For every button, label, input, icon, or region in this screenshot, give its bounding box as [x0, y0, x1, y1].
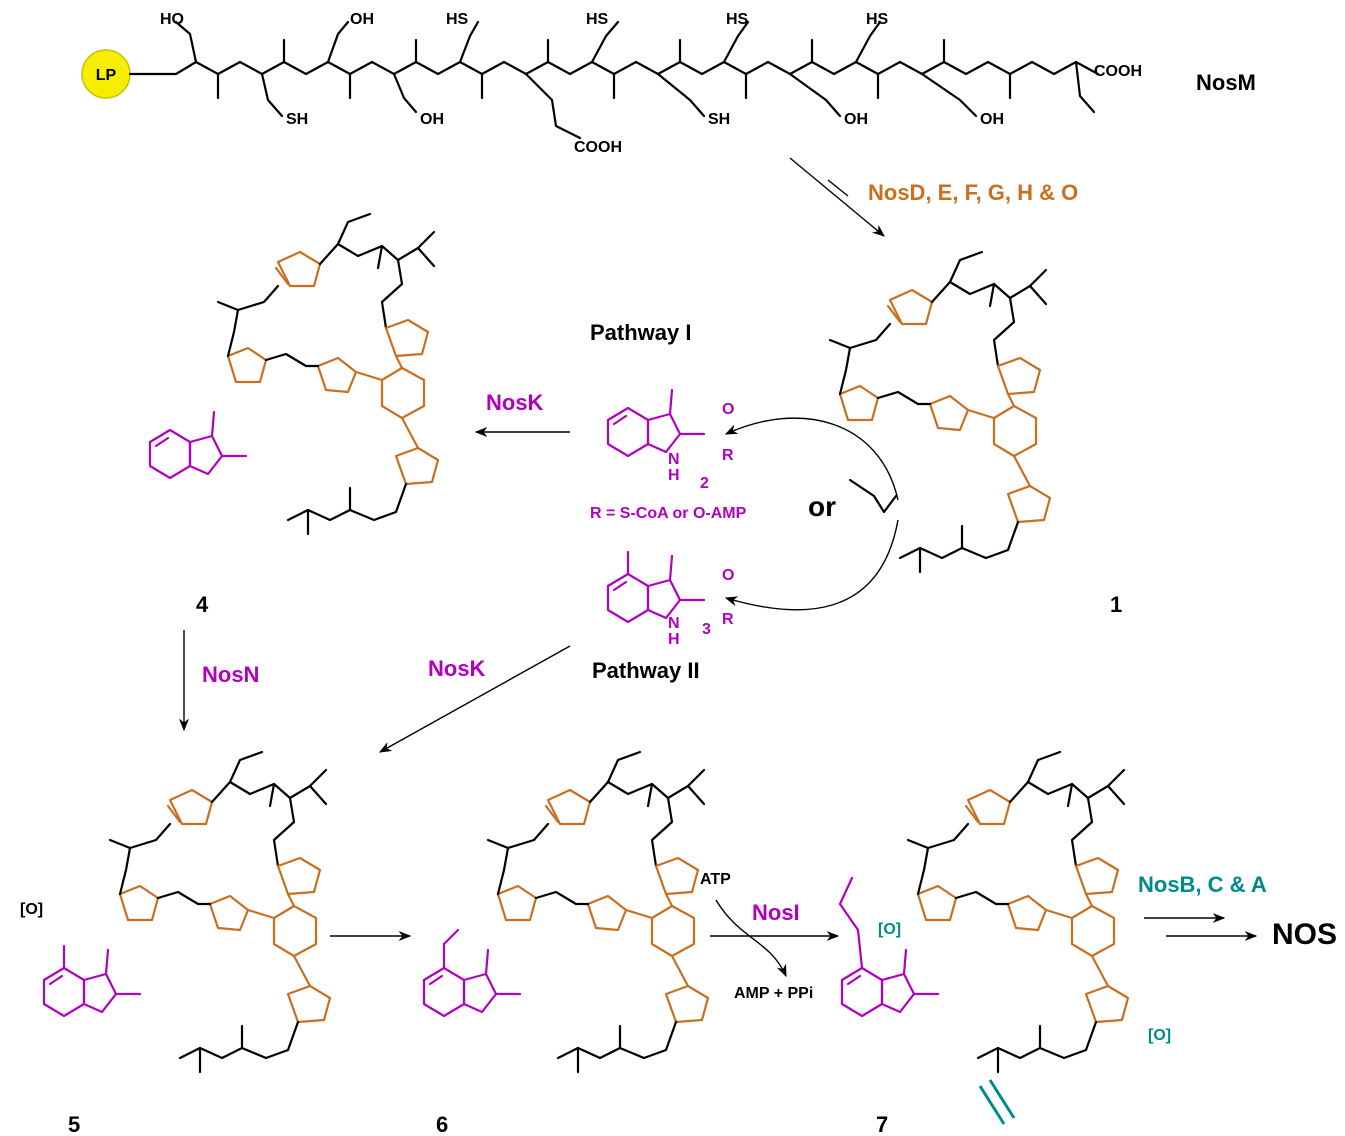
- nosm-ho: HO: [160, 11, 184, 28]
- enzyme-nosk-bottom: NosK: [428, 656, 486, 681]
- substrate-2-number: 2: [700, 475, 709, 492]
- compound-4: [216, 212, 440, 536]
- nosm-sh-1: SH: [286, 111, 308, 128]
- reagent-amp-ppi: AMP + PPi: [734, 985, 813, 1002]
- curved-arrow-to-2: [724, 417, 899, 501]
- compound-7: [906, 750, 1130, 1074]
- substrate-r-definition: R = S-CoA or O-AMP: [590, 505, 747, 522]
- substrate-3-r: R: [722, 611, 734, 628]
- nosm-oh-4: OH: [980, 111, 1004, 128]
- enzyme-nosk-top: NosK: [486, 390, 544, 415]
- enzyme-final: NosB, C & A: [1138, 872, 1267, 897]
- compound-4-label: 4: [196, 592, 209, 617]
- curved-arrow-atp: [715, 899, 787, 978]
- compound-1-label: 1: [1110, 592, 1122, 617]
- enzyme-nosn: NosN: [202, 662, 259, 687]
- substrate-3-h: H: [668, 631, 680, 648]
- enzyme-nosi: NosI: [752, 900, 800, 925]
- nosm-oh-1: OH: [350, 11, 374, 28]
- nosm-oh-2: OH: [420, 111, 444, 128]
- nosm-precursor: LP NosM HO OH HS HS HS HS COOH SH OH COO…: [81, 11, 1256, 156]
- compound-7-indole: [840, 948, 940, 1018]
- compound-7-ox-1: [O]: [878, 921, 901, 938]
- lp-label: LP: [96, 67, 117, 84]
- compound-7-ox-2: [O]: [1148, 1027, 1171, 1044]
- arrow-nosm-to-1: [789, 157, 885, 237]
- substrate-3: [606, 550, 706, 624]
- compound-7-cleave-mark-1: [978, 1085, 1006, 1125]
- pathway-2-label: Pathway II: [592, 658, 700, 683]
- substrate-2-o: O: [722, 401, 734, 418]
- substrate-2-h: H: [668, 467, 680, 484]
- nosm-label: NosM: [1196, 70, 1256, 95]
- nosm-oh-3: OH: [844, 111, 868, 128]
- or-label: or: [808, 491, 836, 522]
- substrate-3-number: 3: [702, 621, 711, 638]
- substrate-3-nh: N: [668, 615, 680, 632]
- pathway-1-label: Pathway I: [590, 320, 691, 345]
- compound-7-cleave-mark-2: [988, 1079, 1016, 1119]
- compound-7-ester-link: [838, 876, 864, 970]
- curved-arrow-to-3: [724, 519, 899, 611]
- compound-6-atp: ATP: [700, 871, 731, 888]
- nosm-cooh-1: COOH: [1094, 63, 1142, 80]
- compound-1: [828, 250, 1052, 574]
- nosm-sh-2: SH: [708, 111, 730, 128]
- compound-7-label: 7: [876, 1112, 888, 1136]
- compound-6-label: 6: [436, 1112, 448, 1136]
- arrow-nosm-to-1-b: [827, 179, 849, 197]
- product-nos: NOS: [1272, 918, 1337, 951]
- compound-5-indole: [42, 944, 142, 1018]
- compound-5-label: 5: [68, 1112, 80, 1136]
- enzyme-step1: NosD, E, F, G, H & O: [868, 180, 1078, 205]
- compound-4-indole: [148, 410, 248, 480]
- substrate-2: [606, 388, 706, 458]
- compound-6-indole: [422, 928, 522, 1018]
- substrate-2-nh: N: [668, 451, 680, 468]
- arrow-pathway2: [378, 645, 571, 753]
- nosm-hs-4: HS: [866, 11, 889, 28]
- nosm-cooh-2: COOH: [574, 139, 622, 156]
- nosm-hs-1: HS: [446, 11, 469, 28]
- substrate-2-r: R: [722, 447, 734, 464]
- compound-6: [486, 750, 710, 1074]
- nosm-hs-3: HS: [726, 11, 749, 28]
- compound-5: [108, 750, 332, 1074]
- substrate-3-o: O: [722, 567, 734, 584]
- compound-5-ox: [O]: [20, 901, 43, 918]
- nosm-hs-2: HS: [586, 11, 609, 28]
